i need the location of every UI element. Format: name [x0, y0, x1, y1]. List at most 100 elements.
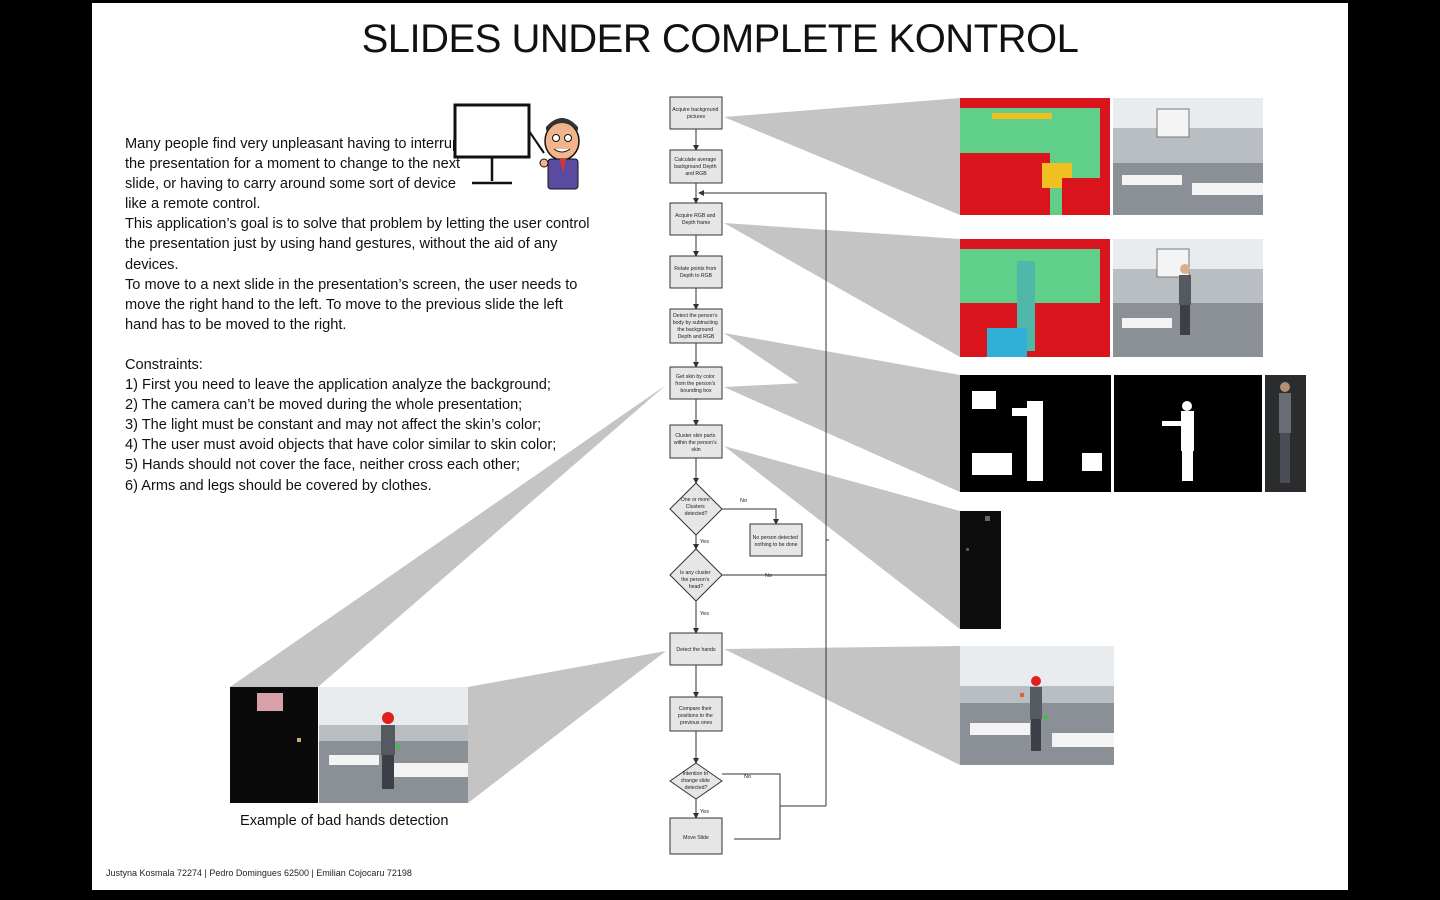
flow-decision	[669, 762, 723, 800]
svg-text:Compare their position: Compare their positions to the previous …	[678, 706, 714, 726]
decision-line: Intention to	[682, 771, 708, 777]
svg-text:Calculate average back: Calculate average background Depth and R…	[674, 157, 718, 177]
svg-text:Get skin by color from: Get skin by color from the person’s boun…	[675, 374, 716, 394]
presenter-clipart	[453, 103, 580, 190]
step-line: Depth to RGB	[680, 273, 713, 279]
step-line: Relate points from	[674, 266, 716, 272]
step-line: skin	[691, 447, 700, 453]
decision-line: One or more	[681, 497, 710, 503]
flow-decisions	[669, 482, 723, 800]
svg-text:Intention to change sl: Intention to change slide detected?	[681, 771, 712, 791]
no-person-box	[749, 523, 803, 557]
step-line: Detect the person’s	[673, 313, 718, 319]
svg-text:One or more Clusters: One or more Clusters detected?	[681, 497, 712, 517]
depth-map-image	[960, 239, 1110, 357]
flow-connectors	[693, 129, 829, 840]
depth-map-image	[960, 98, 1110, 215]
decision-line: Clusters	[686, 504, 705, 510]
constraint-item: 2) The camera can’t be moved during the …	[125, 397, 523, 414]
intro-paragraph-3: To move to a next slide in the presentat…	[125, 276, 578, 333]
page-title: SLIDES UNDER COMPLETE KONTROL	[361, 17, 1079, 61]
step-line: from the person’s	[675, 381, 715, 387]
step-line: bounding box	[680, 388, 712, 394]
constraint-item: 1) First you need to leave the applicati…	[125, 377, 551, 394]
skin-mask-image	[960, 375, 1111, 492]
decision-line: change slide	[681, 778, 710, 784]
constraint-item: 4) The user must avoid objects that have…	[125, 437, 557, 454]
flow-decision	[669, 548, 723, 602]
callout-wedges	[230, 98, 960, 803]
callout-wedge	[468, 651, 666, 803]
step-line: Move Slide	[683, 835, 709, 841]
intro-text: Many people find very unpleasant having …	[125, 134, 595, 335]
thumbnails	[230, 98, 1306, 803]
flow-step	[669, 96, 723, 130]
yes-label: Yes	[700, 809, 709, 815]
flow-steps	[669, 96, 803, 855]
no-label: No	[740, 498, 747, 504]
bad-detection-mask-image	[230, 687, 318, 803]
step-line: Depth and RGB	[678, 334, 715, 340]
callout-wedge	[724, 223, 960, 357]
diagram-canvas: Acquire background pictures Calculate av…	[230, 96, 1306, 855]
decision-line: detected?	[685, 511, 708, 517]
constraints-heading: Constraints:	[125, 357, 203, 373]
body-mask-image	[1114, 375, 1262, 492]
callout-wedge	[724, 446, 960, 629]
svg-text:No person detected not: No person detected nothing to be done	[753, 535, 800, 548]
decision-line: head?	[689, 584, 704, 590]
flow-step	[669, 632, 723, 666]
step-line: Acquire RGB and	[675, 213, 715, 219]
flow-step	[669, 366, 723, 400]
step-line: positions to the	[678, 713, 713, 719]
decision-line: detected?	[685, 785, 708, 791]
flow-text: Acquire background pictures Calculate av…	[672, 107, 800, 841]
constraint-item: 6) Arms and legs should be covered by cl…	[125, 477, 432, 494]
step-line: Cluster skin parts	[675, 433, 715, 439]
room-photo	[1113, 239, 1263, 357]
step-line: Compare their	[679, 706, 712, 712]
step-line: body by subtracting	[673, 320, 718, 326]
svg-text:Acquire RGB and Depth: Acquire RGB and Depth frame	[675, 213, 717, 226]
decision-line: Is any cluster	[680, 570, 711, 576]
no-person-line: nothing to be done	[755, 542, 798, 548]
svg-text:Detect the hands: Detect the hands	[676, 647, 716, 653]
svg-text:Cluster skin parts wit: Cluster skin parts within the person’s s…	[674, 433, 718, 453]
flow-step	[669, 308, 723, 344]
constraint-item: 5) Hands should not cover the face, neit…	[125, 457, 521, 474]
callout-wedge	[230, 385, 666, 687]
constraints-section: Constraints: 1) First you need to leave …	[125, 355, 595, 496]
constraint-item: 3) The light must be constant and may no…	[125, 417, 542, 434]
callout-wedge	[724, 98, 960, 215]
step-line: Calculate average	[674, 157, 716, 163]
room-photo	[1113, 98, 1263, 215]
poster: SLIDES UNDER COMPLETE KONTROL Many peopl…	[92, 3, 1348, 890]
svg-text:Detect the person’s bo: Detect the person’s body by subtracting …	[673, 313, 719, 340]
flow-step	[669, 149, 723, 184]
step-line: background Depth	[674, 164, 717, 170]
callout-wedge	[724, 646, 960, 765]
step-line: within the person’s	[674, 440, 717, 446]
svg-text:Relate points from Dep: Relate points from Depth to RGB	[674, 266, 718, 279]
yes-label: Yes	[700, 611, 709, 617]
callout-wedge	[724, 375, 960, 492]
svg-text:Is any cluster the per: Is any cluster the person’s head?	[680, 570, 712, 590]
step-line: Detect the hands	[676, 647, 716, 653]
no-label: No	[765, 573, 772, 579]
hands-detected-photo	[960, 646, 1114, 765]
svg-text:Move Slide: Move Slide	[683, 835, 709, 841]
step-line: the background	[677, 327, 713, 333]
no-label: No	[744, 774, 751, 780]
bad-detection-photo	[319, 687, 468, 803]
flow-step	[669, 202, 723, 236]
cluster-image	[960, 511, 1001, 629]
step-line: Depth frame	[682, 220, 711, 226]
no-person-line: No person detected	[753, 535, 798, 541]
intro-paragraph-2: This application’s goal is to solve that…	[125, 216, 590, 273]
flow-step	[669, 255, 723, 289]
step-line: previous ones	[680, 720, 713, 726]
decision-line: the person’s	[681, 577, 710, 583]
flow-decision	[669, 482, 723, 536]
authors-footer: Justyna Kosmala 72274 | Pedro Domingues …	[106, 868, 412, 878]
person-crop-photo	[1265, 375, 1306, 492]
